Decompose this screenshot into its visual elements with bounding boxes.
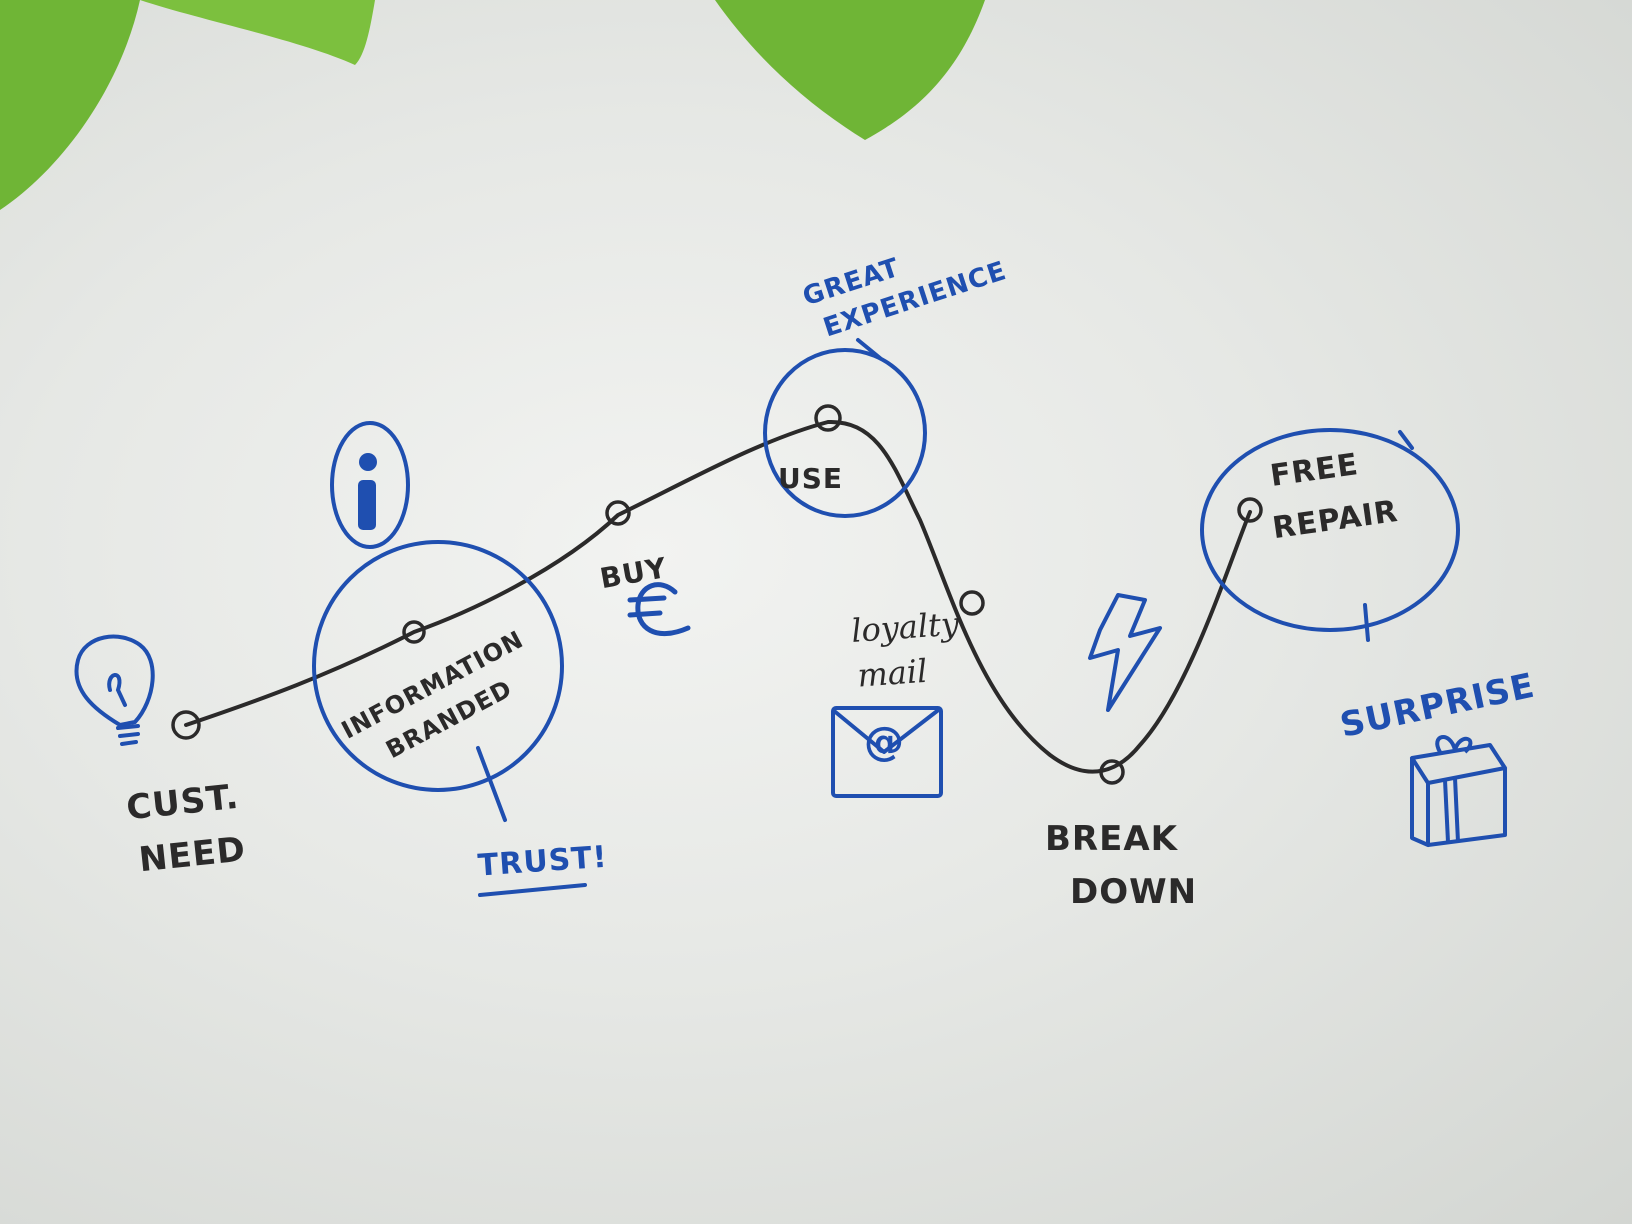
circle-information-branded	[312, 540, 564, 792]
label-information-branded: INFORMATION BRANDED	[337, 625, 528, 764]
surprise-connector	[1363, 603, 1370, 642]
info-icon	[330, 421, 410, 549]
label-break-down: BREAK DOWN	[1045, 819, 1197, 912]
svg-text:mail: mail	[856, 652, 928, 695]
svg-text:DOWN: DOWN	[1070, 872, 1197, 912]
node-use	[814, 404, 842, 432]
trust-underline	[478, 883, 587, 897]
svg-text:NEED: NEED	[137, 829, 248, 880]
circle-use	[763, 348, 927, 518]
leaf-top-center	[715, 0, 985, 140]
svg-text:REPAIR: REPAIR	[1270, 494, 1400, 546]
node-break-down	[1099, 759, 1125, 785]
svg-text:BREAK: BREAK	[1045, 819, 1179, 859]
label-cust-need: CUST. NEED	[124, 777, 247, 881]
leaf-left	[0, 0, 140, 210]
node-buy	[605, 500, 631, 526]
free-repair-tick	[1398, 430, 1414, 450]
label-surprise: SURPRISE	[1337, 666, 1539, 746]
at-symbol: @	[864, 719, 904, 765]
label-great-experience: GREAT EXPERIENCE	[799, 253, 1010, 344]
great-experience-connector	[856, 338, 882, 360]
svg-text:FREE: FREE	[1268, 447, 1361, 494]
node-information	[402, 620, 426, 644]
node-cust-need	[171, 710, 201, 740]
label-trust: TRUST!	[477, 840, 609, 884]
lightbulb-icon	[74, 634, 155, 746]
label-free-repair: FREE REPAIR	[1268, 447, 1400, 546]
circle-free-repair	[1200, 428, 1460, 632]
svg-text:loyalty: loyalty	[850, 604, 961, 649]
leaf-top-left	[140, 0, 375, 65]
gift-box-icon	[1410, 735, 1507, 847]
label-buy: BUY	[598, 551, 670, 595]
node-loyalty-mail	[959, 590, 985, 616]
svg-text:CUST.: CUST.	[124, 777, 241, 829]
euro-icon	[627, 582, 691, 637]
node-free-repair	[1237, 497, 1263, 523]
envelope-icon: @	[831, 706, 943, 798]
trust-connector	[476, 746, 507, 822]
lightning-bolt-icon	[1088, 593, 1162, 712]
label-use: USE	[778, 462, 843, 495]
label-loyalty-mail: loyalty mail	[850, 604, 961, 695]
